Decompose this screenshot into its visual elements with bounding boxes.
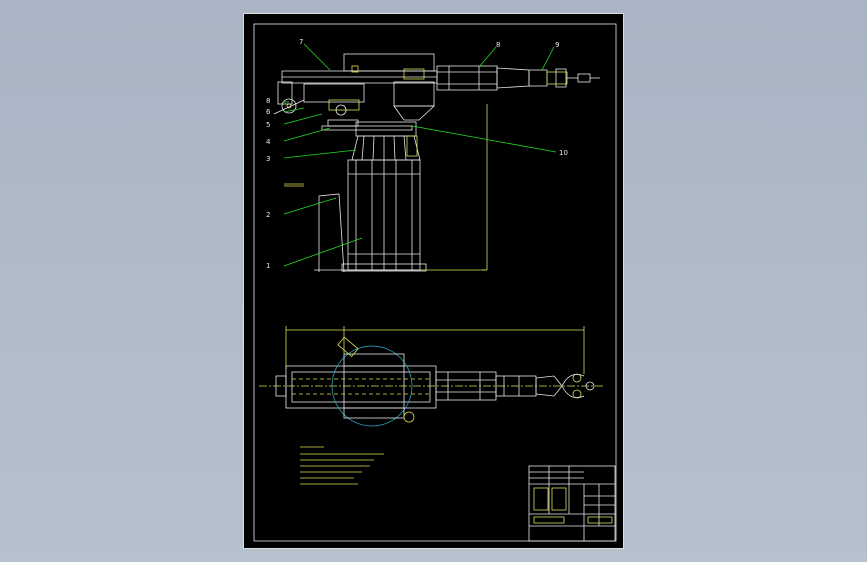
arm-housing: [343, 53, 435, 72]
motor-top: [337, 336, 359, 357]
balloon-6: 6: [266, 108, 271, 116]
turret-flange: [355, 121, 417, 137]
inner-frame: [253, 23, 617, 542]
balloon-1: 1: [266, 262, 270, 270]
balloon-4: 4: [266, 138, 271, 146]
wrist: [528, 69, 548, 87]
gripper-top: [535, 375, 563, 397]
gripper: [546, 71, 568, 85]
balloon-9: 9: [555, 41, 559, 49]
balloon-8-left: 8: [266, 97, 270, 105]
balloon-8: 8: [496, 41, 500, 49]
balloon-10: 10: [559, 149, 568, 157]
turntable: [331, 345, 413, 427]
side-view: 1 2 3 4 5 6 7 8 9 10 8: [266, 38, 600, 273]
top-view: [259, 326, 604, 427]
cad-drawing: 1 2 3 4 5 6 7 8 9 10 8: [253, 23, 617, 542]
technical-notes: [300, 446, 384, 485]
end-pulley: [281, 98, 297, 114]
balloon-5: 5: [266, 121, 270, 129]
balloon-7: 7: [299, 38, 303, 46]
balloon-3: 3: [266, 155, 270, 163]
extension-cylinder: [436, 65, 498, 91]
title-block: [528, 465, 616, 542]
drawing-sheet: 1 2 3 4 5 6 7 8 9 10 8: [243, 13, 624, 549]
balloon-2: 2: [266, 211, 270, 219]
